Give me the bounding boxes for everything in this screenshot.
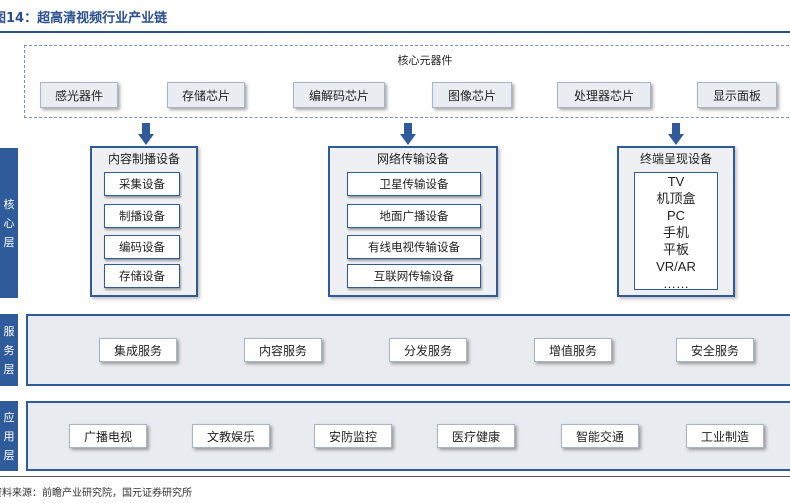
terminal-item: 手机	[662, 225, 689, 240]
component-chip-display-panel: 显示面板	[697, 82, 777, 108]
application-chip: 医疗健康	[437, 424, 515, 448]
terminal-item: ……	[663, 276, 689, 291]
terminal-item: PC	[666, 208, 686, 223]
terminal-device-list: TV 机顶盒 PC 手机 平板 VR/AR ……	[634, 172, 718, 291]
title-divider	[0, 31, 790, 33]
device-item: 地面广播设备	[347, 204, 481, 228]
component-chip-image-chip: 图像芯片	[432, 82, 512, 108]
core-components-region	[24, 45, 790, 118]
terminal-item: 平板	[662, 242, 689, 257]
device-item: 存储设备	[104, 264, 180, 288]
source-divider	[0, 476, 790, 477]
application-chip: 文教娱乐	[192, 424, 270, 448]
service-layer-tab: 服 务 层	[0, 314, 18, 386]
down-arrow-icon	[138, 123, 154, 145]
component-chip-processor-chip: 处理器芯片	[557, 82, 651, 108]
service-chip: 安全服务	[676, 338, 754, 362]
application-chip: 智能交通	[561, 424, 639, 448]
application-layer-panel	[26, 401, 790, 471]
service-chip: 分发服务	[389, 338, 467, 362]
device-item: 采集设备	[104, 172, 180, 196]
down-arrow-icon	[400, 123, 416, 145]
device-item: 编码设备	[104, 235, 180, 259]
service-chip: 内容服务	[244, 338, 322, 362]
service-chip: 集成服务	[99, 338, 177, 362]
network-transmission-title: 网络传输设备	[376, 152, 449, 166]
application-layer-tab: 应 用 层	[0, 401, 18, 471]
service-chip: 增值服务	[534, 338, 612, 362]
figure-title: 图14：超高清视频行业产业链	[0, 11, 168, 26]
content-production-title: 内容制播设备	[107, 152, 180, 166]
application-chip: 工业制造	[686, 424, 764, 448]
device-item: 互联网传输设备	[347, 264, 481, 288]
down-arrow-icon	[668, 123, 684, 145]
component-chip-codec-chip: 编解码芯片	[293, 82, 385, 108]
terminal-presentation-title: 终端呈现设备	[639, 152, 712, 166]
terminal-item: TV	[667, 174, 685, 189]
terminal-item: 机顶盒	[656, 191, 696, 206]
source-note: 资料来源：前瞻产业研究院，国元证券研究所	[0, 488, 192, 499]
core-components-label: 核心元器件	[397, 54, 453, 67]
device-item: 制播设备	[104, 204, 180, 228]
application-chip: 安防监控	[314, 424, 392, 448]
device-item: 卫星传输设备	[347, 172, 481, 196]
core-layer-tab: 核 心 层	[0, 148, 18, 298]
component-chip-storage-chip: 存储芯片	[167, 82, 245, 108]
device-item: 有线电视传输设备	[347, 235, 481, 259]
component-chip-photosensor: 感光器件	[40, 82, 118, 108]
application-chip: 广播电视	[69, 424, 147, 448]
terminal-item: VR/AR	[656, 259, 696, 274]
